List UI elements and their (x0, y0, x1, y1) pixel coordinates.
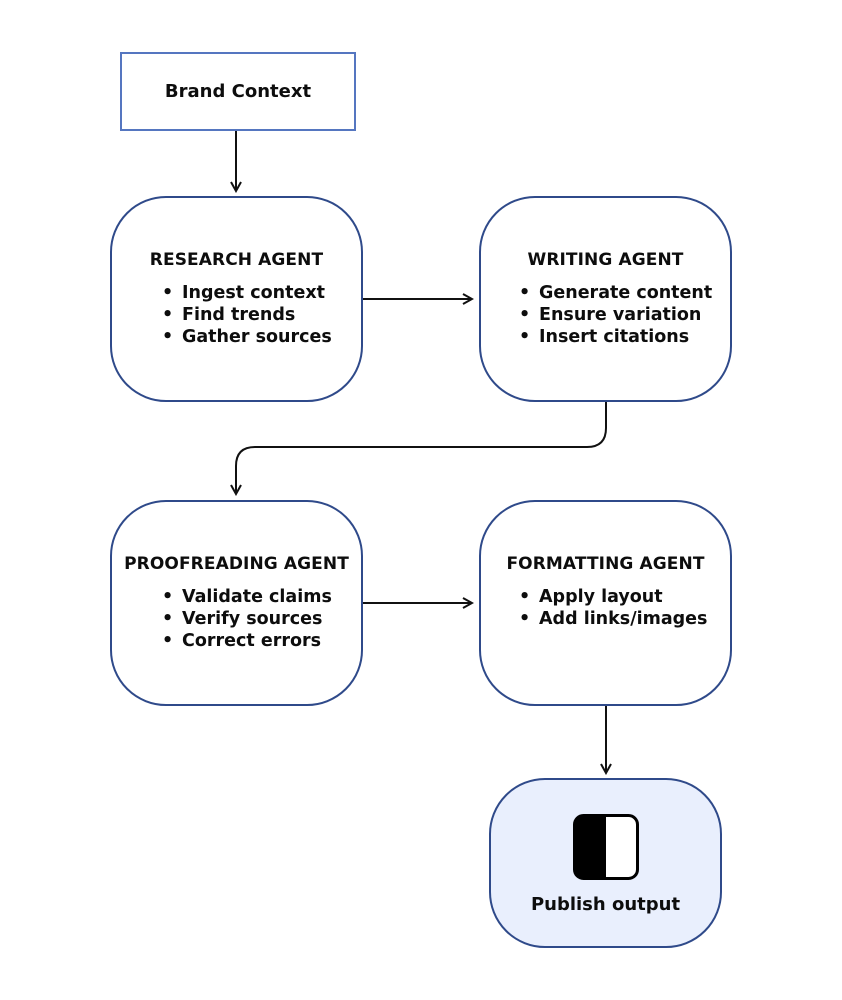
research-agent-title: RESEARCH AGENT (149, 250, 324, 270)
list-item: Apply layout (519, 586, 707, 608)
list-item: Insert citations (519, 326, 712, 348)
list-item: Find trends (162, 304, 332, 326)
list-item: Validate claims (162, 586, 332, 608)
edge-writing-to-proofreading (236, 402, 607, 494)
formatting-agent-node: FORMATTING AGENT Apply layout Add links/… (479, 500, 732, 706)
brand-context-label: Brand Context (164, 81, 312, 102)
list-item: Gather sources (162, 326, 332, 348)
panel-split-icon (573, 814, 639, 880)
proofreading-agent-tasks: Validate claims Verify sources Correct e… (162, 586, 332, 652)
list-item: Verify sources (162, 608, 332, 630)
list-item: Correct errors (162, 630, 332, 652)
research-agent-tasks: Ingest context Find trends Gather source… (162, 282, 332, 348)
writing-agent-node: WRITING AGENT Generate content Ensure va… (479, 196, 732, 402)
publish-output-label: Publish output (530, 894, 681, 915)
list-item: Ensure variation (519, 304, 712, 326)
writing-agent-title: WRITING AGENT (527, 250, 684, 270)
list-item: Add links/images (519, 608, 707, 630)
list-item: Generate content (519, 282, 712, 304)
brand-context-node: Brand Context (120, 52, 356, 131)
writing-agent-tasks: Generate content Ensure variation Insert… (519, 282, 712, 348)
formatting-agent-tasks: Apply layout Add links/images (519, 586, 707, 630)
proofreading-agent-title: PROOFREADING AGENT (124, 554, 349, 574)
proofreading-agent-node: PROOFREADING AGENT Validate claims Verif… (110, 500, 363, 706)
publish-output-node: Publish output (489, 778, 722, 948)
research-agent-node: RESEARCH AGENT Ingest context Find trend… (110, 196, 363, 402)
list-item: Ingest context (162, 282, 332, 304)
formatting-agent-title: FORMATTING AGENT (506, 554, 705, 574)
